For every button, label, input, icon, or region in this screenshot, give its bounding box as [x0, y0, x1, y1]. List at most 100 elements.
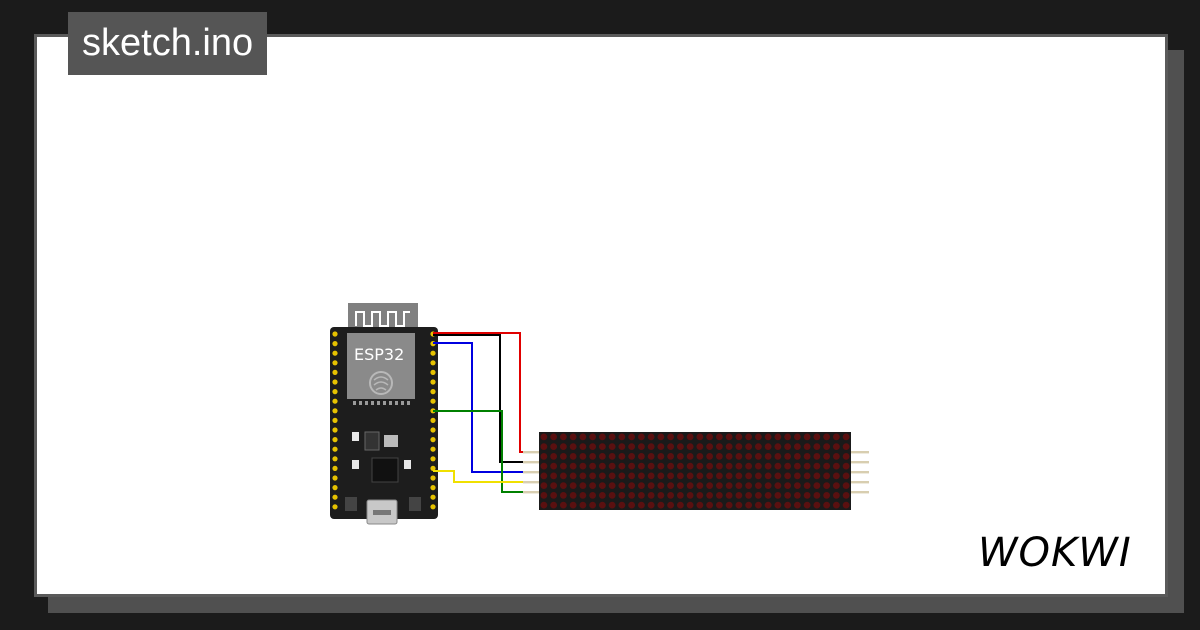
board-pin[interactable] [430, 369, 436, 375]
matrix-led [696, 433, 704, 441]
matrix-led [793, 433, 801, 441]
board-pin[interactable] [332, 369, 338, 375]
matrix-led [657, 482, 665, 490]
matrix-input-pin[interactable] [523, 451, 539, 454]
usb-uart-chip [371, 457, 399, 483]
board-pin[interactable] [332, 504, 338, 510]
matrix-output-pin[interactable] [851, 451, 869, 454]
matrix-led [550, 462, 558, 470]
matrix-led [657, 491, 665, 499]
matrix-led [715, 433, 723, 441]
board-label: ESP32 [354, 345, 404, 364]
board-pin[interactable] [332, 456, 338, 462]
board-pin[interactable] [430, 398, 436, 404]
board-pin[interactable] [332, 379, 338, 385]
board-pin[interactable] [332, 417, 338, 423]
board-pin[interactable] [430, 379, 436, 385]
sketch-title[interactable]: sketch.ino [68, 12, 268, 75]
matrix-led [715, 491, 723, 499]
matrix-led [637, 462, 645, 470]
matrix-led [589, 452, 597, 460]
matrix-led [764, 491, 772, 499]
board-pin[interactable] [430, 427, 436, 433]
matrix-input-pin[interactable] [523, 471, 539, 474]
matrix-led [813, 491, 821, 499]
board-pin[interactable] [332, 475, 338, 481]
matrix-led [637, 443, 645, 451]
matrix-led [608, 501, 616, 509]
board-pin[interactable] [332, 494, 338, 500]
matrix-led [589, 491, 597, 499]
board-pin[interactable] [430, 465, 436, 471]
wire-red [433, 332, 540, 453]
matrix-input-pin[interactable] [523, 481, 539, 484]
matrix-led [579, 491, 587, 499]
matrix-led [823, 452, 831, 460]
board-pin[interactable] [332, 331, 338, 337]
board-pin[interactable] [430, 446, 436, 452]
board-pin[interactable] [332, 437, 338, 443]
matrix-led [618, 501, 626, 509]
led-matrix[interactable] [523, 432, 869, 510]
matrix-led [823, 482, 831, 490]
board-pin[interactable] [430, 389, 436, 395]
matrix-output-pin[interactable] [851, 481, 869, 484]
matrix-led [676, 472, 684, 480]
matrix-input-pin[interactable] [523, 491, 539, 494]
matrix-led [813, 433, 821, 441]
matrix-led [667, 491, 675, 499]
board-pin[interactable] [430, 417, 436, 423]
board-pin[interactable] [430, 437, 436, 443]
board-pin[interactable] [332, 465, 338, 471]
board-pin[interactable] [430, 494, 436, 500]
matrix-output-pin[interactable] [851, 461, 869, 464]
matrix-led [559, 452, 567, 460]
board-pin[interactable] [332, 408, 338, 414]
matrix-led [569, 482, 577, 490]
matrix-led [569, 462, 577, 470]
matrix-led [686, 433, 694, 441]
matrix-led [579, 443, 587, 451]
matrix-led [793, 472, 801, 480]
matrix-output-pin[interactable] [851, 491, 869, 494]
shield-pins [353, 401, 410, 405]
board-pin[interactable] [430, 360, 436, 366]
en-button[interactable] [345, 497, 357, 511]
board-pin[interactable] [332, 341, 338, 347]
board-pin[interactable] [430, 475, 436, 481]
matrix-led [589, 462, 597, 470]
matrix-led [589, 482, 597, 490]
matrix-led [803, 462, 811, 470]
board-pin[interactable] [332, 398, 338, 404]
board-pin[interactable] [430, 350, 436, 356]
board-pin[interactable] [332, 350, 338, 356]
board-pin[interactable] [430, 504, 436, 510]
matrix-input-pin[interactable] [523, 461, 539, 464]
matrix-led [550, 443, 558, 451]
board-pin[interactable] [332, 427, 338, 433]
matrix-led [686, 491, 694, 499]
matrix-led [637, 482, 645, 490]
board-pin[interactable] [430, 485, 436, 491]
matrix-led [657, 472, 665, 480]
board-pin[interactable] [430, 456, 436, 462]
matrix-output-pin[interactable] [851, 471, 869, 474]
board-pin[interactable] [332, 389, 338, 395]
esp32-board[interactable]: ESP32 [330, 303, 438, 525]
board-pin[interactable] [332, 446, 338, 452]
smd-component [352, 460, 359, 469]
matrix-led [628, 491, 636, 499]
matrix-led [540, 482, 548, 490]
matrix-led [706, 462, 714, 470]
boot-button[interactable] [409, 497, 421, 511]
matrix-led [832, 501, 840, 509]
matrix-led [813, 462, 821, 470]
matrix-led [774, 482, 782, 490]
matrix-led [745, 462, 753, 470]
board-pin[interactable] [332, 360, 338, 366]
board-pin[interactable] [332, 485, 338, 491]
matrix-led [569, 433, 577, 441]
matrix-led [550, 482, 558, 490]
matrix-led [628, 433, 636, 441]
matrix-led [628, 482, 636, 490]
